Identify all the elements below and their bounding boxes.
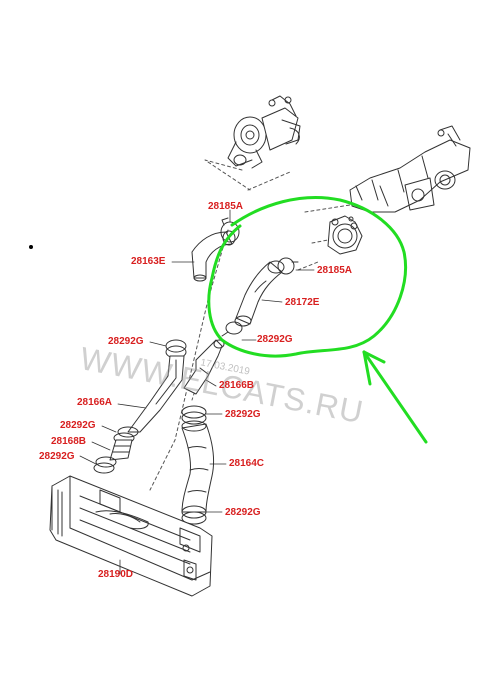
part-label-28164C[interactable]: 28164C: [229, 458, 265, 469]
part-label-28292G-a[interactable]: 28292G: [257, 334, 293, 345]
exhaust-manifold: [349, 125, 471, 213]
clamp-28292G-a: [221, 321, 243, 337]
part-label-28292G-e[interactable]: 28292G: [39, 451, 75, 462]
part-label-28185A-right[interactable]: 28185A: [317, 265, 353, 276]
intercooler-28190D: [49, 475, 213, 597]
part-label-28166B[interactable]: 28166B: [219, 380, 255, 391]
part-label-28185A-top[interactable]: 28185A: [208, 201, 244, 212]
clamp-28292G-e: [93, 456, 117, 474]
part-label-28292G-d[interactable]: 28292G: [60, 420, 96, 431]
pipe-28166B: [183, 339, 225, 395]
hose-28172E: [234, 260, 285, 327]
part-label-28190D[interactable]: 28190D: [98, 569, 134, 580]
hose-28168B: [109, 439, 133, 461]
highlight-loop: [207, 196, 428, 444]
bullet-dot: [29, 245, 33, 249]
part-label-28292G-c[interactable]: 28292G: [225, 409, 261, 420]
part-label-28168B[interactable]: 28168B: [51, 436, 87, 447]
pipe-28166A: [127, 355, 185, 433]
clamp-28292G-b: [165, 339, 187, 359]
part-label-28166A[interactable]: 28166A: [77, 397, 113, 408]
throttle-body: [327, 215, 363, 255]
part-label-28292G-f[interactable]: 28292G: [225, 507, 261, 518]
clamp-28292G-c: [181, 405, 207, 425]
part-label-28172E[interactable]: 28172E: [285, 297, 320, 308]
hose-28164C: [181, 420, 215, 513]
part-label-28163E[interactable]: 28163E: [131, 256, 166, 267]
part-label-28292G-b[interactable]: 28292G: [108, 336, 144, 347]
clamp-28185A-right: [277, 257, 299, 275]
turbocharger: [227, 95, 301, 169]
